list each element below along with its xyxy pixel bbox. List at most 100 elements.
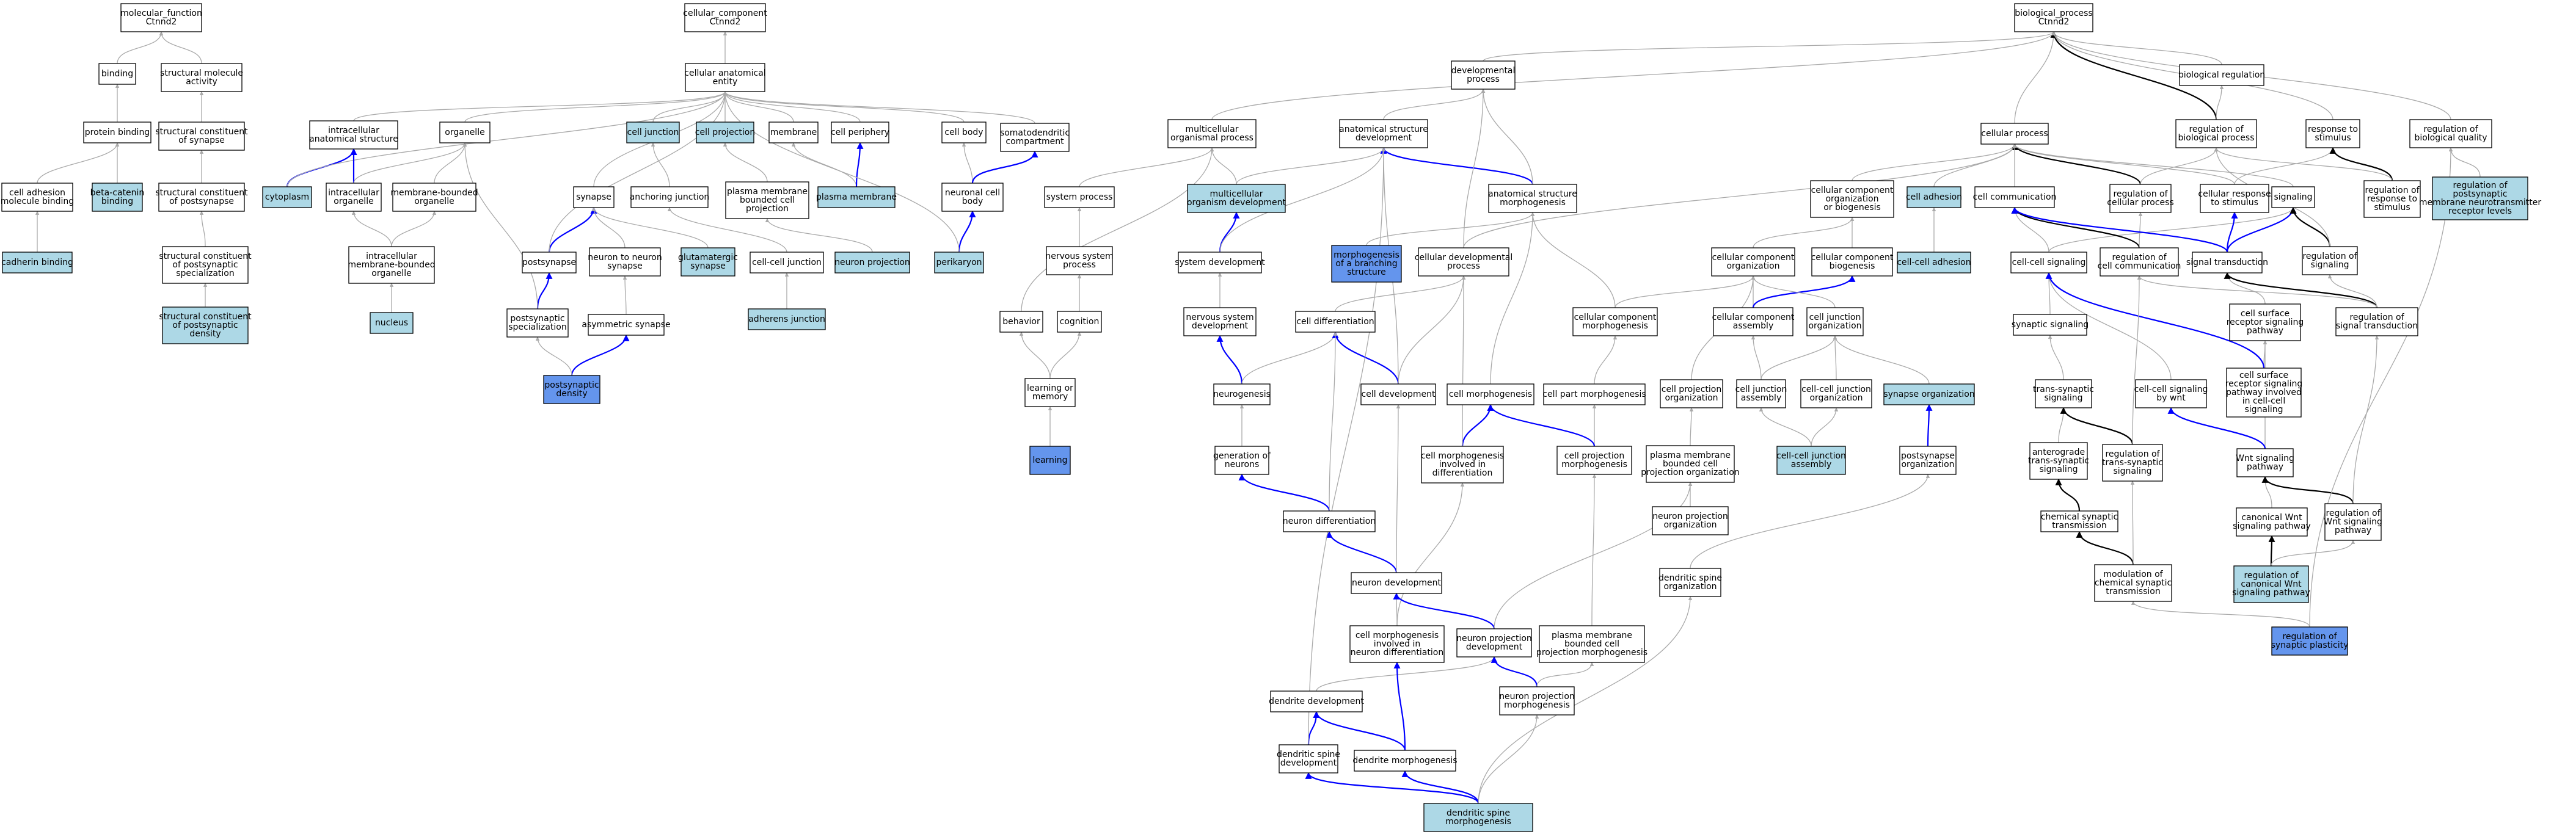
edge-neurodev-to-neurodiff (1326, 531, 1398, 573)
node-label-neurodev-0: neuron development (1352, 578, 1442, 588)
node-label-csrsp-0: cell surface (2241, 309, 2290, 319)
node-label-cca-1: assembly (1733, 321, 1773, 331)
node-synorg: synapse organization (1883, 383, 1975, 405)
edge-regcanon-to-regwnt (2271, 540, 2355, 567)
node-label-ccm-1: morphogenesis (1582, 321, 1648, 331)
edge-celladh-to-cellproc (1933, 143, 2017, 187)
edge-intraorg-to-organelle (353, 142, 467, 184)
node-denmorph: dendrite morphogenesis (1352, 750, 1458, 772)
edge-cdp-to-devproc (1463, 89, 1486, 248)
edge-regcp-to-regbp (2140, 147, 2219, 185)
node-label-regtss-1: trans-synaptic (2102, 458, 2163, 468)
node-box-neuproj (834, 252, 910, 274)
node-box-canonwnt (2236, 507, 2308, 537)
node-label-cmnd-2: neuron differentiation (1351, 648, 1443, 658)
node-label-multidev-0: multicellular (1210, 189, 1263, 199)
node-label-regcc-0: regulation of (2112, 253, 2167, 263)
node-label-ccjunc-0: cell-cell junction (752, 258, 822, 267)
node-box-bioreg (2179, 64, 2264, 86)
node-label-regst-1: signal transduction (2336, 321, 2418, 331)
node-sigtrans: signal transduction (2186, 252, 2268, 274)
node-box-celldev (1360, 383, 1436, 405)
node-label-cpmorph2-1: morphogenesis (1561, 460, 1627, 469)
node-box-synsig (2013, 314, 2087, 336)
node-label-ias-0: intracellular (328, 126, 379, 136)
node-label-dendev-0: dendrite development (1269, 697, 1364, 706)
node-plasmamem: plasma membrane (816, 186, 897, 208)
node-label-csrsp-1: receptor signaling (2227, 317, 2304, 327)
node-label-synapse-0: synapse (576, 192, 611, 202)
node-box-nsp (1046, 246, 1113, 275)
node-box-synorg (1883, 383, 1975, 405)
node-box-celldiff (1295, 311, 1376, 333)
node-label-regsp-0: regulation of (2282, 632, 2337, 642)
node-label-cytoplasm-0: cytoplasm (265, 192, 309, 202)
node-label-dso-1: organization (1663, 582, 1717, 592)
node-perikaryon: perikaryon (934, 252, 984, 274)
node-box-transsyn (2035, 379, 2092, 408)
edge-cmnd-to-cmdiff (1396, 482, 1465, 626)
node-box-plasmamem (817, 186, 896, 208)
node-label-csrsppcc-4: signaling (2244, 405, 2283, 415)
node-synsig: synaptic signaling (2012, 314, 2089, 336)
node-label-synorg-0: synapse organization (1883, 390, 1974, 399)
node-box-cellproc (1980, 123, 2049, 145)
node-label-cmdiff-1: involved in (1439, 460, 1486, 469)
node-label-regtss-2: signaling (2113, 466, 2151, 476)
node-box-scpost (158, 183, 245, 212)
edge-cmdiff-to-cellmorph (1461, 404, 1494, 447)
edge-cellperiph-to-cae (723, 91, 861, 123)
edge-pmbcp-to-cellproj (723, 142, 768, 183)
edge-postspec-to-postsyn (536, 272, 553, 310)
node-box-binding (98, 63, 136, 85)
node-label-learnmem-0: learning or (1027, 383, 1073, 393)
node-label-bcat-0: beta-catenin (90, 188, 145, 198)
node-box-cmnd (1349, 625, 1445, 663)
node-label-pmbcpm-2: projection morphogenesis (1536, 648, 1647, 658)
node-label-regcanon-1: canonical Wnt (2241, 579, 2302, 589)
edge-multidev-to-asd (1236, 147, 1386, 185)
edge-organelle-to-cae (464, 91, 728, 123)
node-label-regsp-1: synaptic plasticity (2271, 640, 2349, 650)
edge-denmorph-to-dendev (1313, 711, 1406, 751)
node-box-ccadh (1897, 252, 1971, 274)
node-label-bcat-1: binding (101, 197, 133, 206)
node-learning: learning (1029, 446, 1071, 475)
node-label-celljunc-0: cell junction (627, 128, 679, 137)
node-label-scsyn-0: structural constituent (155, 127, 248, 137)
node-box-asymsyn (588, 314, 665, 336)
edge-neurodiff-to-celldiff (1329, 332, 1338, 512)
edge-learnmem-to-behavior (1019, 332, 1051, 379)
node-label-learnmem-1: memory (1032, 392, 1068, 402)
node-box-bcat (92, 183, 143, 212)
node-cellcomm: cell communication (1973, 186, 2057, 208)
node-box-gluta (680, 247, 735, 277)
node-postsyn: postsynapse (522, 252, 577, 274)
node-label-regbq-0: regulation of (2423, 125, 2478, 134)
node-label-canonwnt-0: canonical Wnt (2241, 513, 2302, 523)
edge-cellresp-to-resp (2234, 147, 2335, 185)
node-label-ccja-0: cell-cell junction (1776, 451, 1846, 461)
node-label-plasmamem-0: plasma membrane (816, 192, 897, 202)
node-membrane: membrane (768, 121, 819, 143)
node-box-intraorg (326, 183, 382, 212)
node-neuproj: neuron projection (834, 252, 910, 274)
node-label-asm-0: anatomical structure (1488, 189, 1577, 199)
node-label-asd-1: development (1356, 133, 1412, 143)
edge-anchjunc-to-celljunc (651, 142, 670, 187)
node-label-cellcomm-0: cell communication (1973, 192, 2057, 202)
node-label-cadhmb-0: cell adhesion (9, 188, 65, 198)
